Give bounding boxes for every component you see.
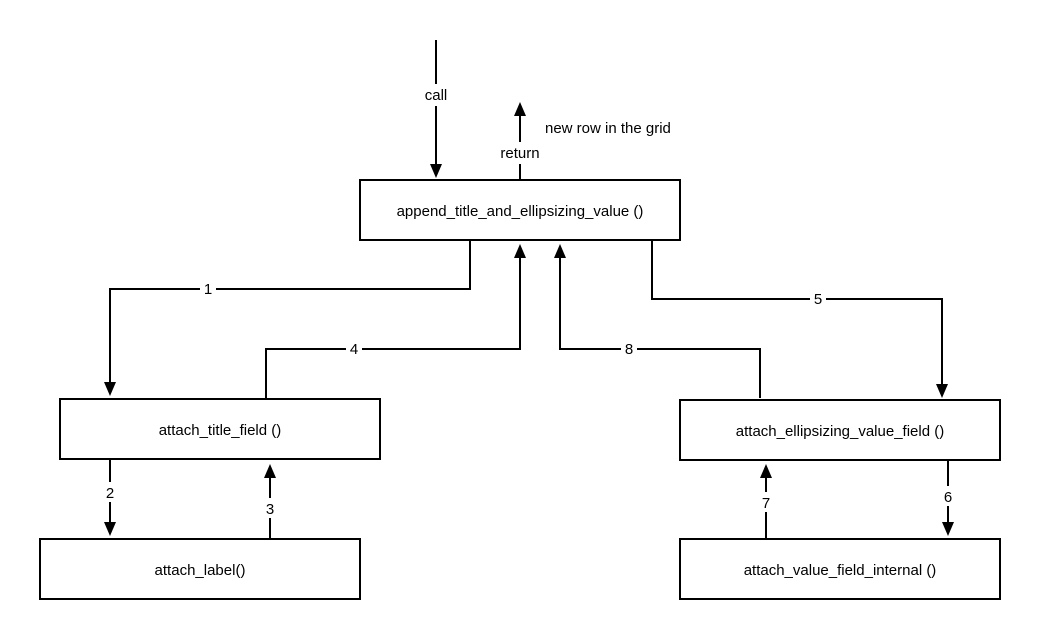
edge-4-label: 4 (350, 341, 358, 358)
edge-8-arrow (554, 244, 761, 398)
node-attach-title-field: attach_title_field () (59, 398, 381, 460)
return-arrow (514, 102, 526, 180)
call-label: call (425, 87, 448, 104)
edge-8-label: 8 (625, 341, 633, 358)
node-attach-ellipsizing-value-field: attach_ellipsizing_value_field () (679, 399, 1001, 461)
node-append-title-and-ellipsizing-value: append_title_and_ellipsizing_value () (359, 179, 681, 241)
node-attach-label-label: attach_label() (155, 562, 246, 579)
new-row-note: new row in the grid (545, 120, 671, 137)
edge-6-label: 6 (944, 489, 952, 506)
return-label: return (500, 145, 539, 162)
edge-4-arrow (265, 244, 526, 398)
node-attach-value-internal-label: attach_value_field_internal () (744, 562, 937, 579)
node-attach-title-label: attach_title_field () (159, 422, 282, 439)
node-attach-value-field-internal: attach_value_field_internal () (679, 538, 1001, 600)
edge-5-label: 5 (814, 291, 822, 308)
call-arrow (430, 40, 442, 178)
node-attach-label: attach_label() (39, 538, 361, 600)
edge-2-label: 2 (106, 485, 114, 502)
edge-7-label: 7 (762, 495, 770, 512)
edge-3-label: 3 (266, 501, 274, 518)
node-append-label: append_title_and_ellipsizing_value () (397, 203, 644, 220)
edge-1-label: 1 (204, 281, 212, 298)
edge-5-arrow (651, 240, 948, 398)
node-attach-ellipsizing-label: attach_ellipsizing_value_field () (736, 423, 944, 440)
edge-1-arrow (104, 240, 471, 396)
